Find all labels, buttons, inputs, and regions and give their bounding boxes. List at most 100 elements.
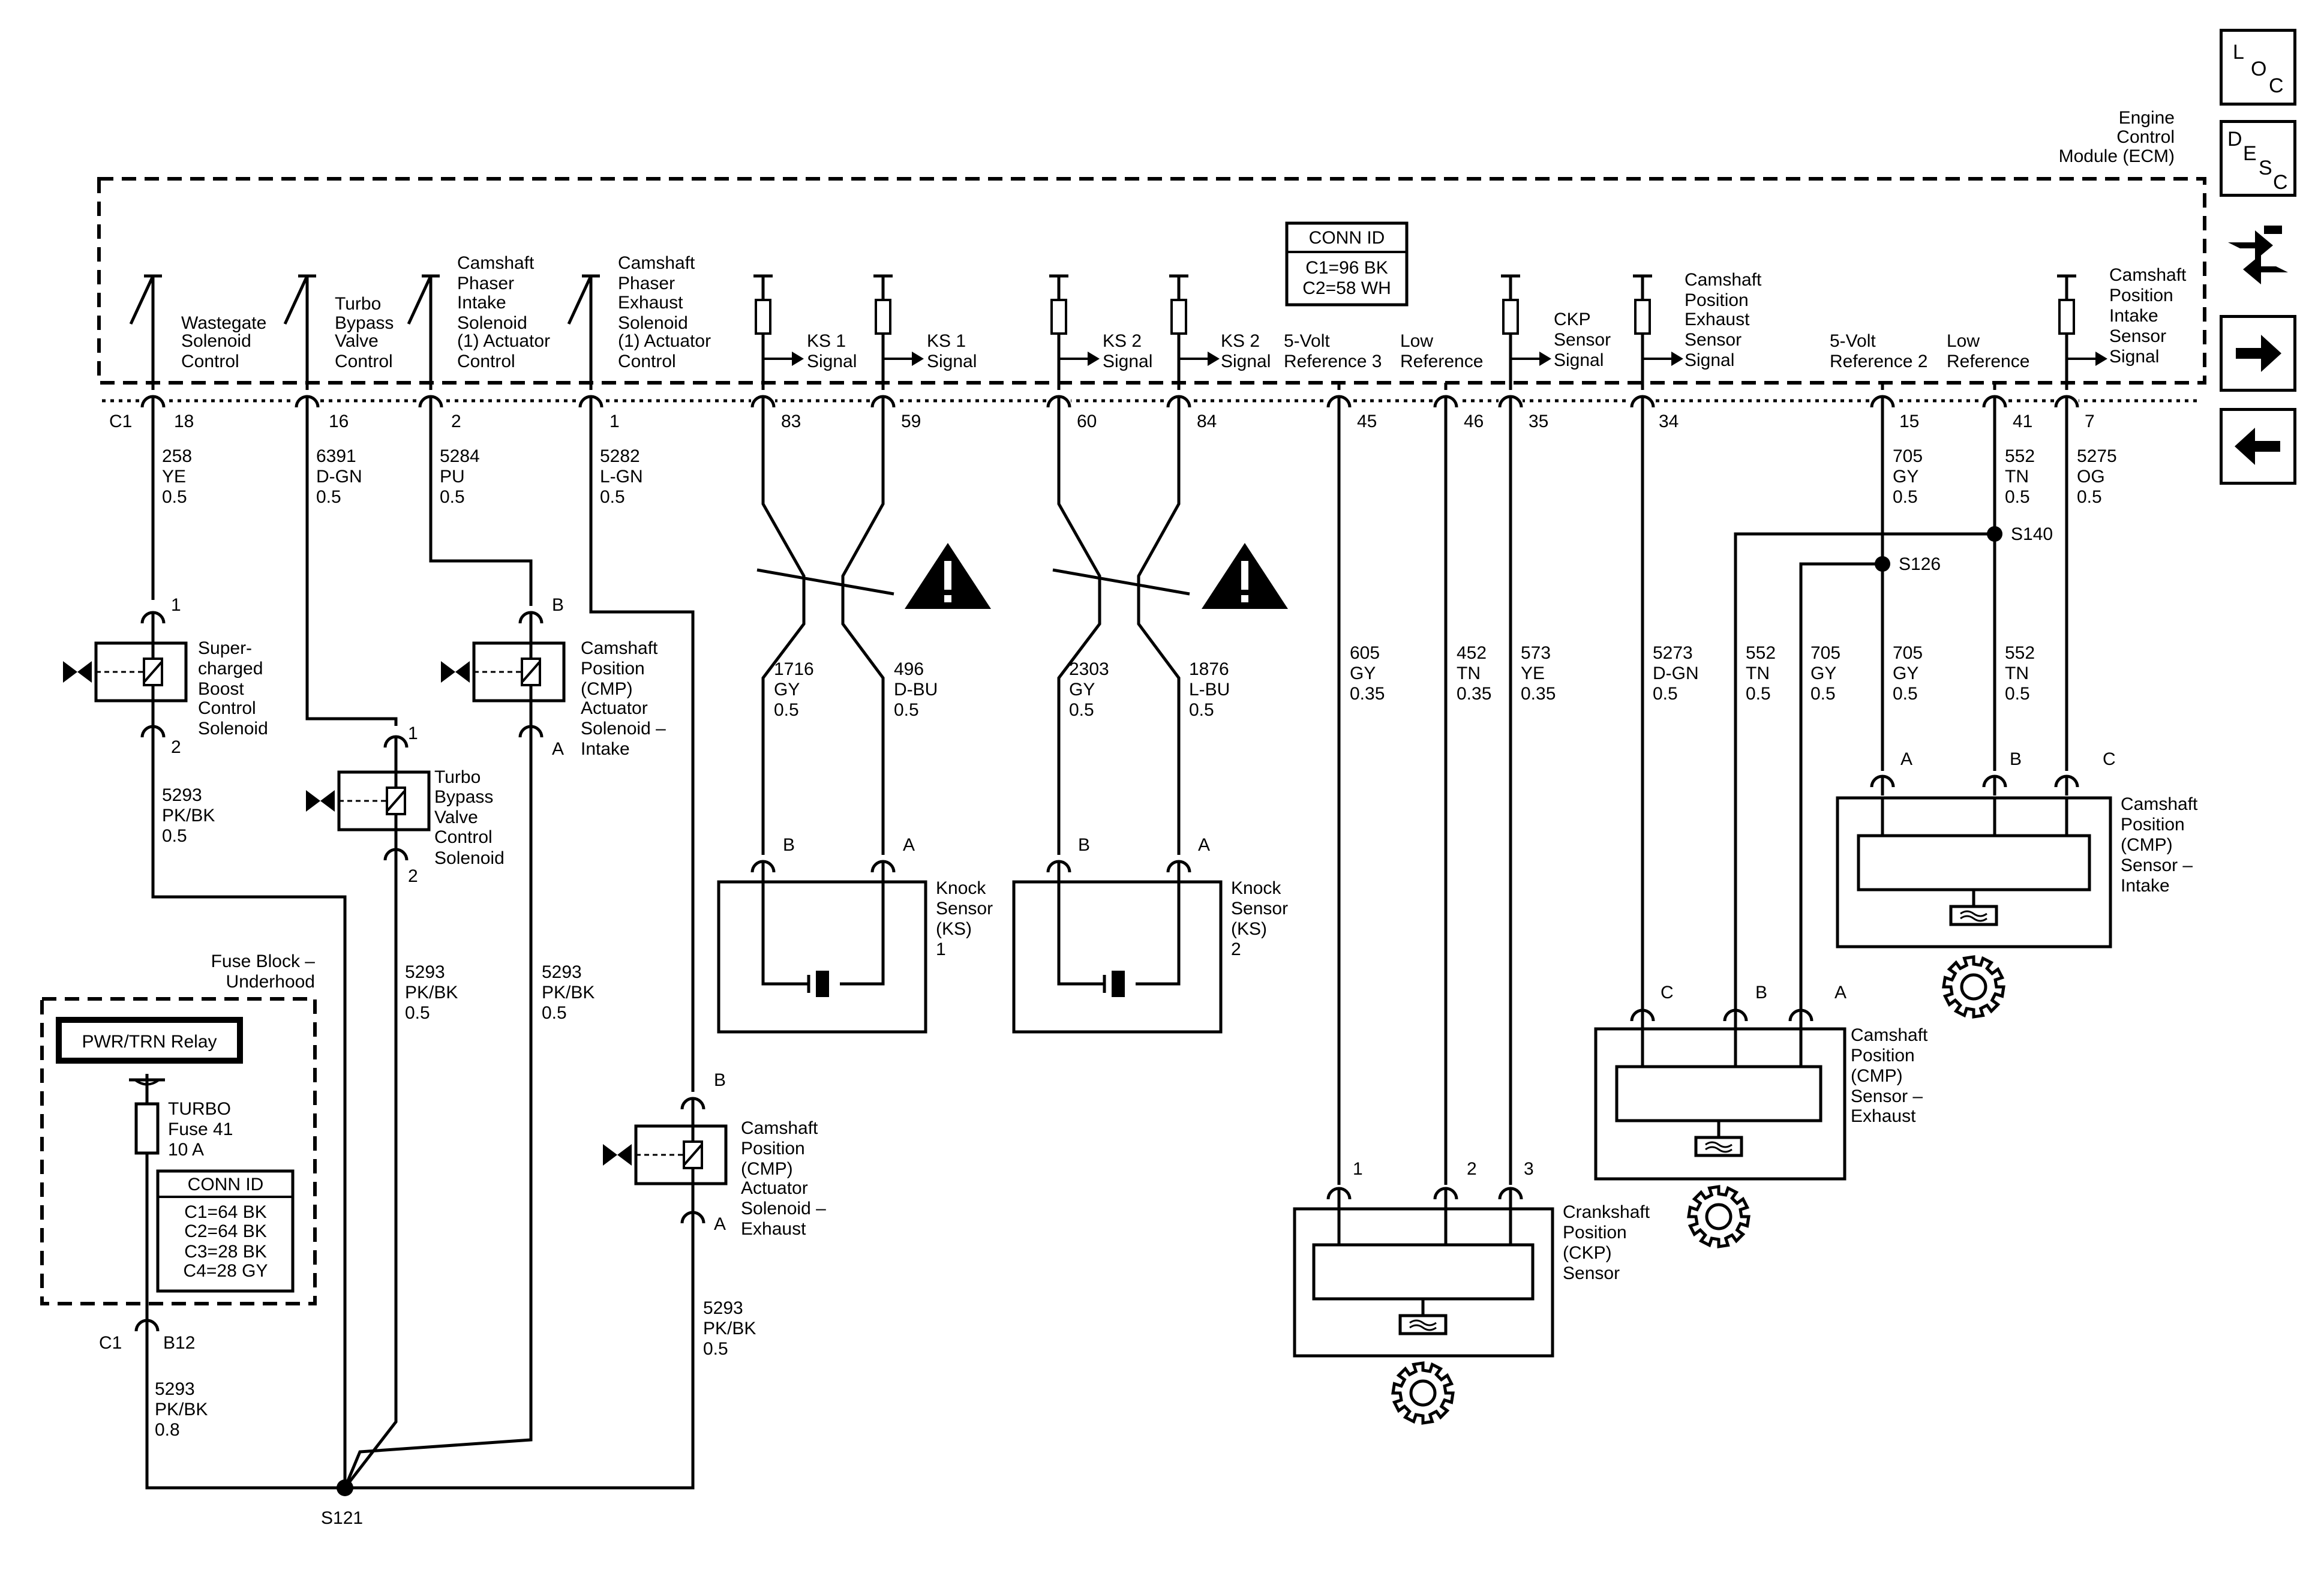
splice-s140-label: S140 <box>2011 524 2053 544</box>
svg-text:60: 60 <box>1077 412 1097 431</box>
terminal-arc <box>1870 395 1895 416</box>
terminal-arc <box>1166 860 1191 881</box>
svg-text:S: S <box>2259 157 2272 179</box>
resistor-input-symbol <box>1169 274 1220 390</box>
svg-text:Actuator: Actuator <box>741 1178 808 1198</box>
svg-text:41: 41 <box>2013 412 2032 431</box>
svg-text:0.5: 0.5 <box>440 487 465 507</box>
connector-view-button[interactable] <box>2220 216 2296 293</box>
svg-text:1: 1 <box>1353 1159 1363 1179</box>
svg-text:PK/BK: PK/BK <box>542 983 594 1002</box>
svg-text:Exhaust: Exhaust <box>1685 310 1750 329</box>
svg-text:Low: Low <box>1947 331 1980 351</box>
svg-text:18: 18 <box>174 412 194 431</box>
terminal-arc <box>1326 395 1352 416</box>
svg-text:0.5: 0.5 <box>2077 487 2102 507</box>
svg-text:C: C <box>2269 74 2284 97</box>
svg-text:PU: PU <box>440 467 465 487</box>
svg-text:0.5: 0.5 <box>774 700 799 720</box>
solenoid-coil <box>306 770 431 831</box>
knock-sensor-2 <box>1012 880 1223 1034</box>
svg-text:0.5: 0.5 <box>1893 684 1918 704</box>
svg-text:Sensor –: Sensor – <box>2121 855 2193 875</box>
svg-text:C: C <box>2273 171 2288 191</box>
terminal-arc <box>680 1211 705 1232</box>
svg-text:10 A: 10 A <box>168 1140 204 1160</box>
svg-text:Camshaft: Camshaft <box>581 638 658 658</box>
svg-text:KS 2: KS 2 <box>1103 331 1142 351</box>
svg-text:0.35: 0.35 <box>1457 684 1491 704</box>
svg-text:Solenoid: Solenoid <box>198 719 268 739</box>
solenoid-coil <box>441 641 566 703</box>
svg-text:CKP: CKP <box>1554 310 1591 329</box>
svg-text:0.5: 0.5 <box>162 826 187 846</box>
svg-text:0.5: 0.5 <box>1746 684 1771 704</box>
svg-text:1: 1 <box>171 595 181 615</box>
terminal-arc <box>518 725 544 746</box>
ecm-title-1: Engine <box>2119 108 2175 128</box>
svg-text:2: 2 <box>1467 1159 1477 1179</box>
terminal-arc <box>1982 395 2007 416</box>
svg-text:5282: 5282 <box>600 446 640 466</box>
svg-text:CONN ID: CONN ID <box>188 1175 264 1194</box>
svg-text:496: 496 <box>894 659 924 679</box>
svg-text:Signal: Signal <box>2109 347 2159 367</box>
ecm-label-ckp: CKP Sensor Signal <box>1554 310 1611 370</box>
location-button[interactable]: L O C <box>2220 29 2296 106</box>
svg-text:Phaser: Phaser <box>457 274 514 293</box>
splice-s126 <box>1875 556 1890 572</box>
resistor-input-symbol <box>1049 274 1100 390</box>
svg-text:Position: Position <box>741 1139 805 1158</box>
solenoids <box>63 615 728 1215</box>
svg-text:2: 2 <box>451 412 461 431</box>
svg-text:7: 7 <box>2085 412 2095 431</box>
svg-text:Reference 3: Reference 3 <box>1284 352 1382 371</box>
svg-text:1876: 1876 <box>1189 659 1229 679</box>
fuse-41-label: TURBO Fuse 41 10 A <box>168 1099 233 1160</box>
svg-text:C2=58 WH: C2=58 WH <box>1302 278 1391 298</box>
label-cmp-intake-solenoid: Camshaft Position (CMP) Actuator Solenoi… <box>581 638 666 759</box>
svg-text:59: 59 <box>901 412 921 431</box>
svg-text:Crankshaft: Crankshaft <box>1563 1202 1650 1222</box>
svg-text:83: 83 <box>781 412 801 431</box>
svg-text:Reference 2: Reference 2 <box>1830 352 1927 371</box>
ecm-label-ref3: 5-Volt Reference 3 <box>1284 331 1382 371</box>
next-page-button[interactable] <box>2220 315 2296 392</box>
splice-s140 <box>1987 526 2002 542</box>
svg-text:5293: 5293 <box>155 1379 195 1399</box>
svg-text:1: 1 <box>609 412 620 431</box>
svg-text:1: 1 <box>408 724 418 743</box>
svg-text:(1) Actuator: (1) Actuator <box>618 331 711 351</box>
label-cmp-exhaust-solenoid: Camshaft Position (CMP) Actuator Solenoi… <box>741 1118 826 1239</box>
terminal-arc <box>750 860 776 881</box>
svg-text:Position: Position <box>581 659 645 679</box>
terminal-arc <box>1433 1187 1458 1208</box>
svg-text:Position: Position <box>2121 815 2185 834</box>
ecm-switch-phaser-intake <box>407 274 440 390</box>
svg-text:5293: 5293 <box>703 1298 743 1318</box>
svg-text:Fuse Block –: Fuse Block – <box>211 951 316 971</box>
previous-page-button[interactable] <box>2220 408 2296 485</box>
svg-text:Signal: Signal <box>1221 352 1271 371</box>
description-button[interactable]: D E S C <box>2220 120 2296 197</box>
svg-text:PK/BK: PK/BK <box>162 806 215 825</box>
svg-text:Sensor –: Sensor – <box>1851 1086 1923 1106</box>
svg-text:Phaser: Phaser <box>618 274 675 293</box>
fuse-conn-id-box: CONN ID C1=64 BK C2=64 BK C3=28 BK C4=28… <box>184 1175 268 1281</box>
svg-text:Exhaust: Exhaust <box>741 1219 806 1239</box>
svg-text:A: A <box>1834 983 1846 1002</box>
svg-text:705: 705 <box>1893 446 1923 466</box>
svg-text:KS 2: KS 2 <box>1221 331 1260 351</box>
svg-text:0.8: 0.8 <box>155 1420 180 1440</box>
svg-text:Intake: Intake <box>457 293 506 313</box>
svg-text:Camshaft: Camshaft <box>2109 265 2187 285</box>
terminal-arc <box>2054 775 2079 795</box>
svg-text:A: A <box>903 835 915 855</box>
